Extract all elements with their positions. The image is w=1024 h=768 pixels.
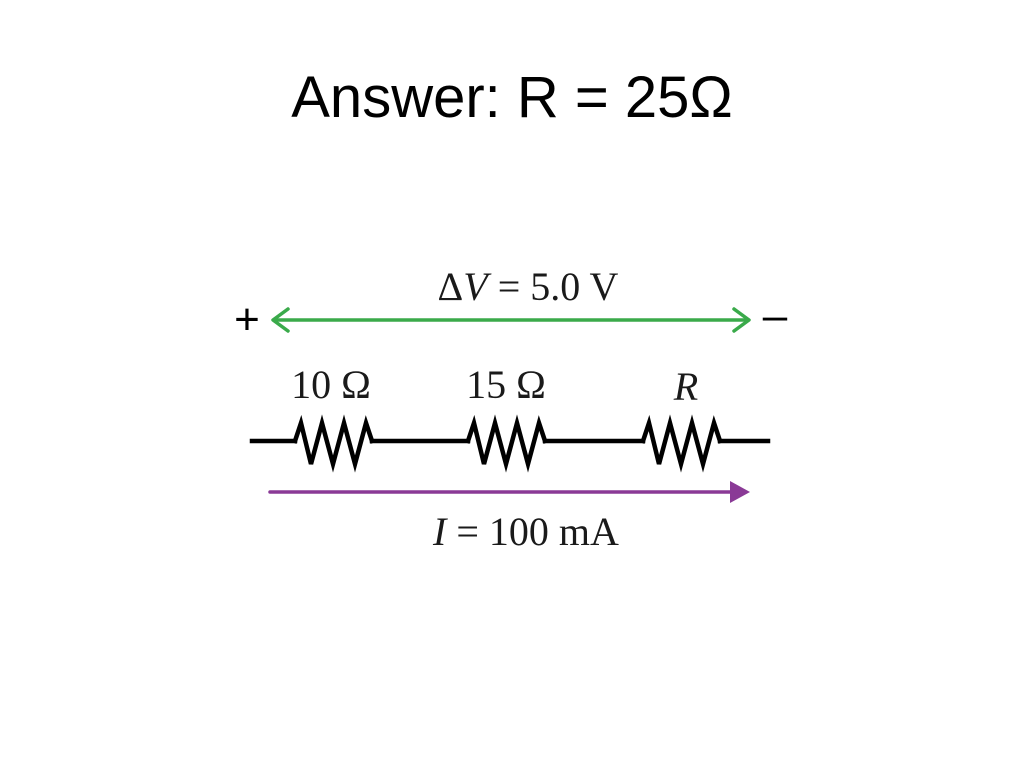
voltage-delta-symbol: Δ (438, 264, 464, 309)
circuit-wire (249, 414, 771, 473)
resistor-3-zigzag (640, 414, 723, 473)
current-value: = 100 mA (446, 509, 619, 554)
voltage-label: ΔV = 5.0 V (438, 264, 619, 309)
voltage-variable: V (463, 264, 492, 309)
resistor-label-2: 15 Ω (466, 362, 546, 407)
resistor-label-3: R (673, 364, 698, 409)
current-label: I = 100 mA (432, 509, 619, 554)
positive-terminal: + (234, 295, 260, 344)
resistor-label-1: 10 Ω (291, 362, 371, 407)
current-arrow-head (730, 481, 750, 503)
resistor-2-zigzag (465, 414, 548, 473)
voltage-arrow-left-head (271, 307, 290, 333)
resistor-1-zigzag (292, 414, 375, 473)
voltage-value: = 5.0 V (488, 264, 619, 309)
negative-terminal: – (763, 291, 788, 340)
slide-title: Answer: R = 25Ω (291, 65, 733, 130)
current-arrow (268, 481, 750, 503)
current-variable: I (432, 509, 448, 554)
voltage-arrow (271, 307, 751, 333)
voltage-arrow-right-head (732, 307, 751, 333)
